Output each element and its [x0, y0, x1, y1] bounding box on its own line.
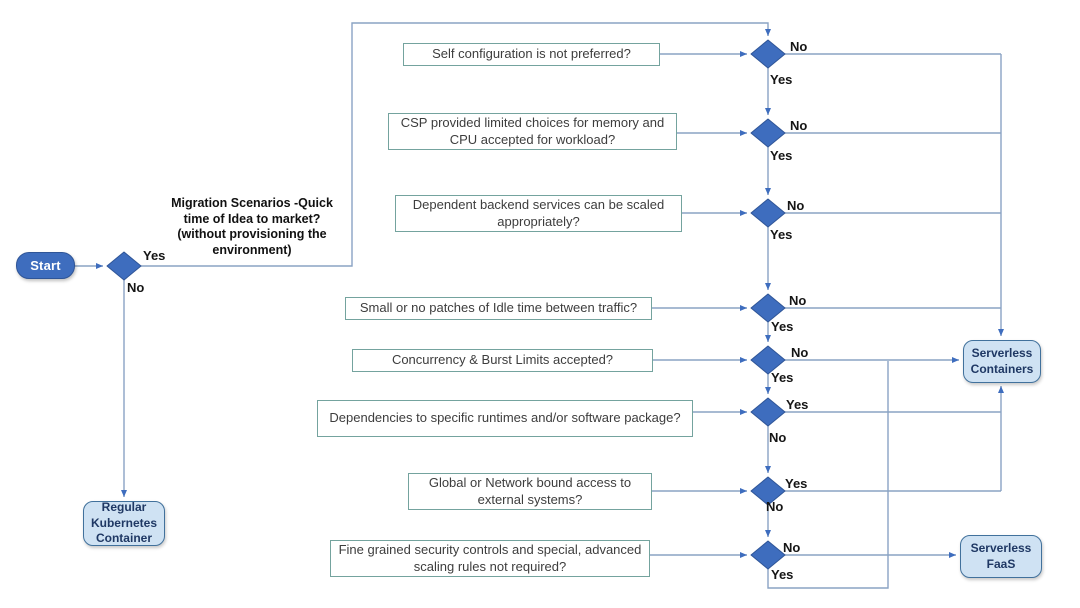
decision-diamond-2: [750, 118, 786, 148]
root-decision-note: Migration Scenarios -Quick time of Idea …: [171, 196, 333, 257]
decision-diamond-1: [750, 39, 786, 69]
label-d2-no: No: [790, 118, 808, 133]
decision-diamond-6: [750, 397, 786, 427]
decision-diamond-4: [750, 293, 786, 323]
label-d7-no: No: [766, 499, 784, 514]
question-box-8: Fine grained security controls and speci…: [330, 540, 650, 577]
label-d6-yes: Yes: [786, 397, 809, 412]
question-box-5: Concurrency & Burst Limits accepted?: [352, 349, 653, 372]
label-d8-no: No: [783, 540, 801, 555]
label-d5-yes: Yes: [771, 370, 794, 385]
label-d4-no: No: [789, 293, 807, 308]
label-d4-yes: Yes: [771, 319, 794, 334]
edge-root-yes: [141, 22, 771, 267]
label-d7-yes: Yes: [785, 476, 808, 491]
result-box-kubernetes: Regular Kubernetes Container: [83, 500, 165, 546]
question-box-3: Dependent backend services can be scaled…: [395, 195, 682, 232]
label-root-no: No: [127, 280, 145, 295]
label-d5-no: No: [791, 345, 809, 360]
start-node: Start: [16, 252, 75, 279]
decision-diamond-8: [750, 540, 786, 570]
edge-d8-yes-loop: [767, 361, 889, 589]
label-d1-no: No: [790, 39, 808, 54]
question-box-4: Small or no patches of Idle time between…: [345, 297, 652, 320]
label-d2-yes: Yes: [770, 148, 793, 163]
question-box-1: Self configuration is not preferred?: [403, 43, 660, 66]
decision-diamond-7: [750, 476, 786, 506]
label-d3-yes: Yes: [770, 227, 793, 242]
label-d6-no: No: [769, 430, 787, 445]
result-box-serverless-containers: Serverless Containers: [963, 340, 1041, 383]
decision-diamond-root: [106, 251, 142, 281]
decision-diamond-3: [750, 198, 786, 228]
question-box-2: CSP provided limited choices for memory …: [388, 113, 677, 150]
label-d3-no: No: [787, 198, 805, 213]
label-d1-yes: Yes: [770, 72, 793, 87]
result-box-serverless-faas: Serverless FaaS: [960, 535, 1042, 578]
question-box-7: Global or Network bound access to extern…: [408, 473, 652, 510]
decision-diamond-5: [750, 345, 786, 375]
label-root-yes: Yes: [143, 248, 166, 263]
label-d8-yes: Yes: [771, 567, 794, 582]
question-box-6: Dependencies to specific runtimes and/or…: [317, 400, 693, 437]
